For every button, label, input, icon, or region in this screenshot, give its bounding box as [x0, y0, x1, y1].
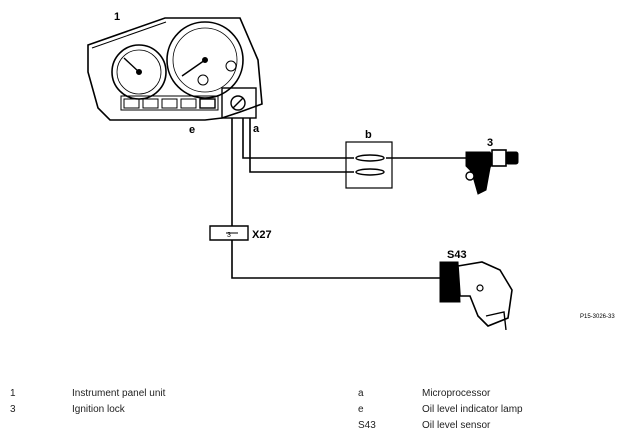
microprocessor-symbol	[221, 87, 257, 119]
warning-lamp-row	[120, 95, 219, 111]
legend-desc-s43: Oil level sensor	[422, 420, 491, 431]
legend-key-a: a	[358, 388, 364, 399]
left-gauge	[111, 44, 167, 100]
wiring	[231, 118, 466, 279]
legend-key-s43: S43	[358, 420, 376, 431]
label-microprocessor: a	[253, 123, 260, 135]
connector-b	[345, 141, 393, 189]
label-instrument-panel: 1	[114, 11, 120, 23]
legend: 1 Instrument panel unit 3 Ignition lock …	[0, 384, 640, 434]
legend-desc-e: Oil level indicator lamp	[422, 404, 523, 415]
legend-desc-a: Microprocessor	[422, 388, 491, 399]
oil-level-sensor-symbol	[439, 261, 513, 330]
legend-key-3: 3	[10, 404, 16, 415]
instrument-panel-unit	[87, 17, 263, 121]
oil-level-indicator-lamp	[199, 98, 216, 109]
label-sensor: S43	[447, 249, 467, 261]
legend-desc-3: Ignition lock	[72, 404, 125, 415]
legend-key-1: 1	[10, 388, 16, 399]
label-connector-b: b	[365, 129, 372, 141]
speedometer-gauge	[166, 21, 244, 99]
ignition-lock-symbol	[465, 149, 519, 195]
label-oil-lamp: e	[189, 124, 195, 136]
label-x27-pin: 3	[227, 232, 231, 239]
label-ignition-lock: 3	[487, 137, 493, 149]
legend-desc-1: Instrument panel unit	[72, 388, 166, 399]
legend-key-e: e	[358, 404, 364, 415]
label-figure-code: P15-3026-33	[580, 314, 615, 320]
label-connector-x27: X27	[252, 229, 272, 241]
wiring-diagram: 1 e a b 3 3 X27 S43 P15-3026-33	[87, 11, 615, 330]
connector-x27	[209, 225, 249, 241]
